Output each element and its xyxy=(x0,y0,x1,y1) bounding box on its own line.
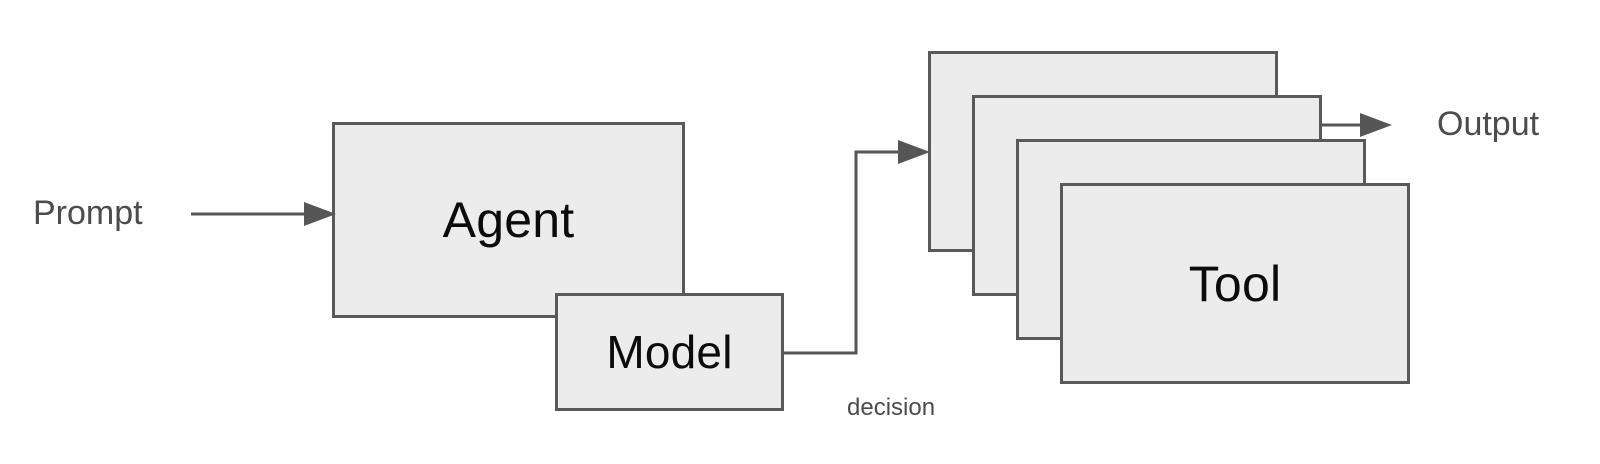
tool-node-label: Tool xyxy=(1188,255,1282,312)
model-node-label: Model xyxy=(606,326,733,378)
output-label: Output xyxy=(1437,105,1540,143)
agent-node[interactable]: Agent xyxy=(332,122,685,318)
prompt-label: Prompt xyxy=(33,194,143,232)
tool-card-front[interactable]: Tool xyxy=(1060,183,1410,384)
decision-label: decision xyxy=(847,394,936,421)
model-node[interactable]: Model xyxy=(555,293,784,411)
connector-tool-to-output xyxy=(1322,113,1392,137)
connector-prompt-to-agent xyxy=(191,202,336,226)
connector-model-to-tool xyxy=(784,140,930,355)
agent-node-label: Agent xyxy=(442,192,575,248)
